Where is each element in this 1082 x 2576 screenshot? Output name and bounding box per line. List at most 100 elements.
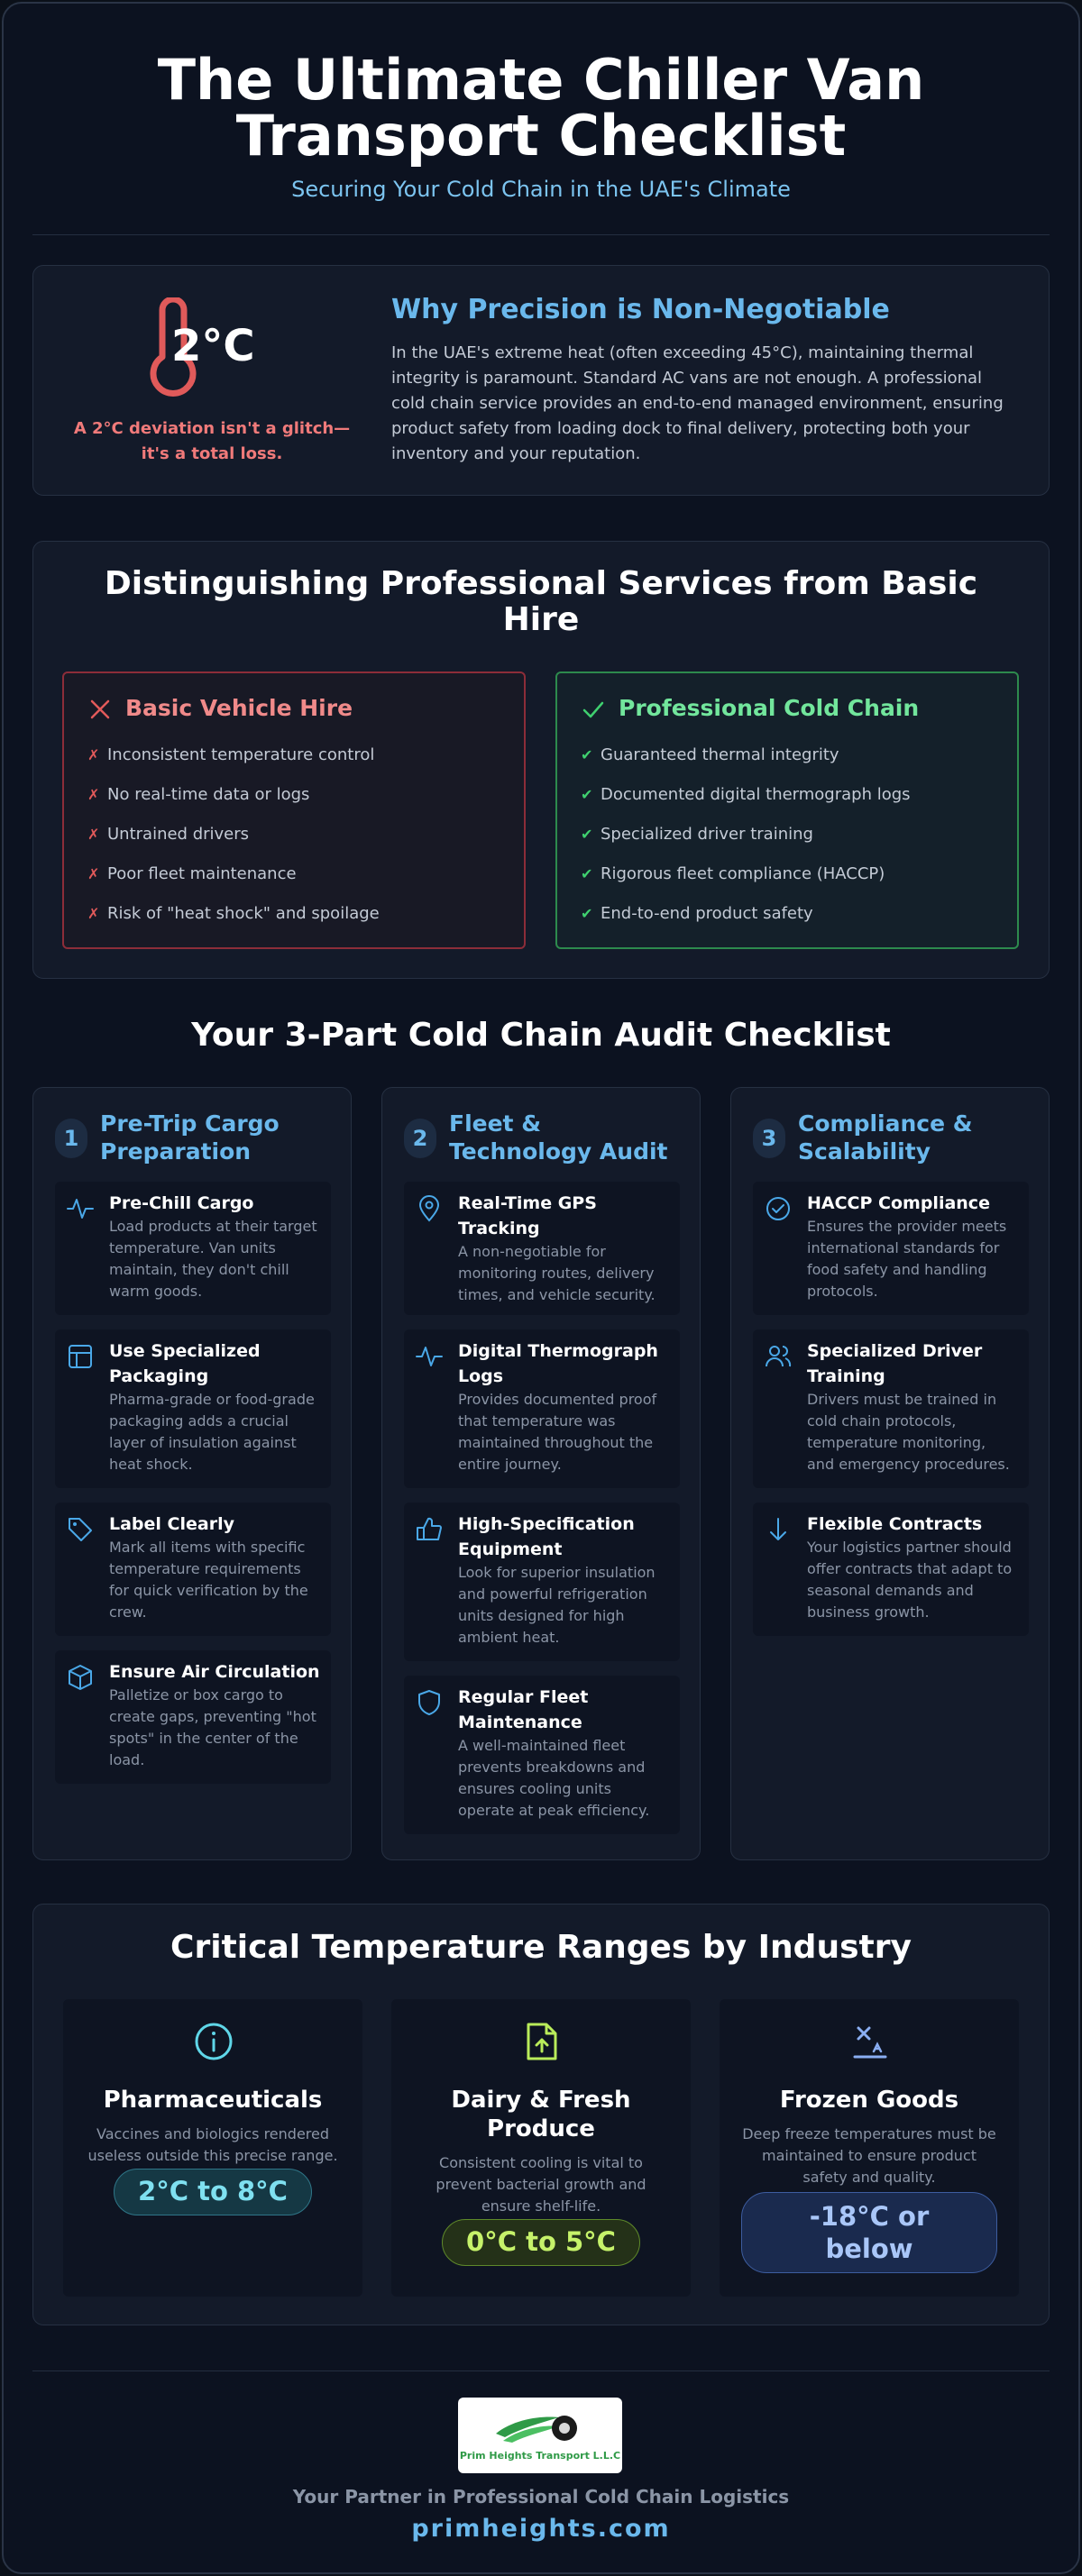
- checklist-item-title: Real-Time GPS Tracking: [458, 1191, 671, 1241]
- snowflake-icon: [853, 2026, 887, 2059]
- pro-cold-chain-item-text: Specialized driver training: [601, 825, 813, 844]
- checklist-item-title-line: Equipment: [458, 1539, 563, 1559]
- warning-text: A 2°C deviation isn't a glitch— it's a t…: [65, 416, 359, 467]
- industry-desc-line: Consistent cooling is vital to: [439, 2154, 643, 2171]
- audit-column-title: Compliance &Scalability: [798, 1110, 1041, 1165]
- checklist-item-desc-line: times, and vehicle security.: [458, 1286, 656, 1303]
- pro-cold-chain-list-item: ✔Documented digital thermograph logs: [581, 785, 911, 804]
- basic-hire-item-text: Inconsistent temperature control: [107, 745, 375, 764]
- checklist-item-desc-line: entire journey.: [458, 1456, 562, 1473]
- checklist-item-title: Flexible Contracts: [807, 1512, 1020, 1537]
- audit-column-title-line2: Technology Audit: [449, 1138, 668, 1165]
- basic-hire-item-text: Poor fleet maintenance: [107, 864, 297, 883]
- warning-line2: it's a total loss.: [141, 444, 283, 463]
- intro-card: [32, 265, 1050, 496]
- warning-line1: A 2°C deviation isn't a glitch—: [73, 419, 351, 438]
- basic-hire-mark-icon: ✗: [87, 746, 100, 763]
- audit-column-title-line1: Fleet &: [449, 1110, 542, 1137]
- checklist-item-desc-line: heat shock.: [109, 1456, 193, 1473]
- checklist-item-desc-line: operate at peak efficiency.: [458, 1802, 650, 1819]
- temp-label: 2°C: [171, 321, 255, 371]
- checklist-item-title-line: Flexible Contracts: [807, 1514, 983, 1534]
- checklist-item-title-line: Real-Time GPS: [458, 1193, 597, 1213]
- audit-column-title-line1: Pre-Trip Cargo: [100, 1110, 280, 1137]
- industry-name-line: Pharmaceuticals: [103, 2087, 323, 2114]
- page-title: The Ultimate Chiller Van Transport Check…: [0, 52, 1082, 164]
- why-title: Why Precision is Non-Negotiable: [391, 294, 890, 325]
- pro-cold-chain-mark-icon: ✔: [581, 746, 593, 763]
- shield-icon: [418, 1690, 440, 1715]
- divider: [32, 234, 1050, 235]
- pro-cold-chain-list-item: ✔End-to-end product safety: [581, 904, 813, 923]
- industry-desc-line: maintained to ensure product: [761, 2147, 977, 2164]
- checklist-item-title: Pre-Chill Cargo: [109, 1191, 322, 1216]
- step-number-badge: 3: [753, 1119, 785, 1158]
- checklist-item-title-line: Pre-Chill Cargo: [109, 1193, 254, 1213]
- checklist-item-title-line: Maintenance: [458, 1713, 582, 1732]
- industry-desc-line: prevent bacterial growth and: [436, 2176, 646, 2193]
- checklist-item-desc-line: load.: [109, 1751, 145, 1768]
- audit-column-title-line1: Compliance &: [798, 1110, 973, 1137]
- website-link[interactable]: primheights.com: [411, 2515, 671, 2543]
- comparison-title-line2: Hire: [502, 601, 580, 638]
- checklist-item-desc-line: Look for superior insulation: [458, 1564, 656, 1581]
- tag-icon: [69, 1518, 92, 1541]
- checklist-item-desc-line: Load products at their target: [109, 1218, 317, 1235]
- industry-desc-line: useless outside this precise range.: [87, 2147, 338, 2164]
- info-icon: [195, 2023, 233, 2060]
- pro-cold-chain-list-item: ✔Specialized driver training: [581, 825, 813, 844]
- checklist-item-desc-line: Pharma-grade or food-grade: [109, 1391, 315, 1408]
- basic-hire-list-item: ✗ Inconsistent temperature control: [87, 745, 374, 764]
- basic-hire-box: Basic Vehicle Hire ✗ Inconsistent tempera…: [62, 671, 526, 949]
- checklist-item-desc-line: that temperature was: [458, 1412, 616, 1430]
- checklist-item-title-line: Ensure Air Circulation: [109, 1662, 320, 1682]
- checklist-item-title-line: Packaging: [109, 1366, 209, 1386]
- checklist-item-desc-line: international standards for: [807, 1239, 1000, 1256]
- industry-name: Frozen Goods: [729, 2086, 1010, 2115]
- thumbs-up-icon: [417, 1517, 442, 1540]
- checklist-item-desc-line: Drivers must be trained in: [807, 1391, 997, 1408]
- check-icon: [582, 701, 604, 718]
- checklist-item-title-line: Logs: [458, 1366, 504, 1386]
- step-number-badge: 1: [55, 1119, 87, 1158]
- pro-cold-chain-box: Professional Cold Chain ✔ Guaranteed ther…: [555, 671, 1019, 949]
- pro-cold-chain-item-text: Guaranteed thermal integrity: [601, 745, 839, 764]
- temperature-range-line: 2°C to 8°C: [138, 2176, 288, 2206]
- industry-desc-line: Vaccines and biologics rendered: [96, 2125, 330, 2142]
- checklist-item-title-line: Tracking: [458, 1219, 540, 1238]
- company-logo: Prim Heights Transport L.L.C: [458, 2398, 622, 2473]
- checklist-item-title-line: Specialized Driver: [807, 1341, 983, 1361]
- checklist-item-title-line: HACCP Compliance: [807, 1193, 990, 1213]
- pro-cold-chain-heading: Professional Cold Chain: [619, 695, 920, 721]
- checklist-item-desc-line: protocols.: [807, 1283, 878, 1300]
- pro-cold-chain-mark-icon: ✔: [581, 905, 593, 922]
- file-upload-icon: [527, 2023, 557, 2060]
- map-pin-icon: [418, 1195, 440, 1222]
- checklist-item-title: HACCP Compliance: [807, 1191, 1020, 1216]
- box-icon: [69, 1665, 92, 1690]
- basic-hire-heading: Basic Vehicle Hire: [125, 695, 353, 721]
- pro-cold-chain-mark-icon: ✔: [581, 786, 593, 803]
